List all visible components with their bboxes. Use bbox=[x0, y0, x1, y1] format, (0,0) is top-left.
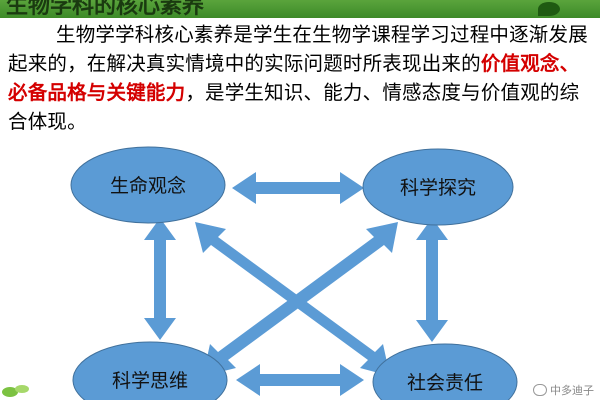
node-label-social-responsibility: 社会责任 bbox=[407, 372, 483, 394]
watermark: 中多迪子 bbox=[533, 382, 594, 398]
wechat-icon bbox=[533, 384, 547, 396]
paragraph-highlight: 价值观念、必备品格与关键能力 bbox=[8, 52, 580, 104]
arrow-life-thinking bbox=[144, 218, 176, 340]
arrow-inquiry-responsibility bbox=[416, 218, 448, 342]
arrow-inquiry-thinking bbox=[203, 222, 398, 376]
paragraph-text-part1: 生物学学科核心素养是学生在生物学课程学习过程中逐渐发展起来的，在解决真实情境中的… bbox=[8, 23, 588, 75]
node-life-concept: 生命观念 bbox=[70, 146, 226, 224]
node-scientific-thinking: 科学思维 bbox=[72, 341, 228, 400]
title-bar: 生物学科的核心素养 bbox=[0, 0, 600, 18]
node-label-life-concept: 生命观念 bbox=[110, 174, 186, 197]
node-social-responsibility: 社会责任 bbox=[372, 343, 518, 400]
paragraph-text-part2: ，是学生知识、能力、情感态度与价值观的综合体现。 bbox=[8, 81, 580, 133]
arrow-life-inquiry bbox=[232, 172, 364, 204]
arrow-thinking-responsibility bbox=[236, 364, 364, 396]
intro-paragraph: 生物学学科核心素养是学生在生物学课程学习过程中逐渐发展起来的，在解决真实情境中的… bbox=[8, 20, 598, 136]
node-label-scientific-thinking: 科学思维 bbox=[112, 370, 188, 392]
sprout-icon bbox=[2, 385, 29, 397]
page-title: 生物学科的核心素养 bbox=[6, 0, 205, 18]
watermark-text: 中多迪子 bbox=[550, 384, 594, 397]
node-label-scientific-inquiry: 科学探究 bbox=[400, 177, 476, 199]
core-literacy-diagram: 生命观念 科学探究 科学思维 社会责任 bbox=[70, 146, 518, 400]
node-scientific-inquiry: 科学探究 bbox=[362, 148, 514, 226]
leaf-icon bbox=[538, 2, 560, 16]
